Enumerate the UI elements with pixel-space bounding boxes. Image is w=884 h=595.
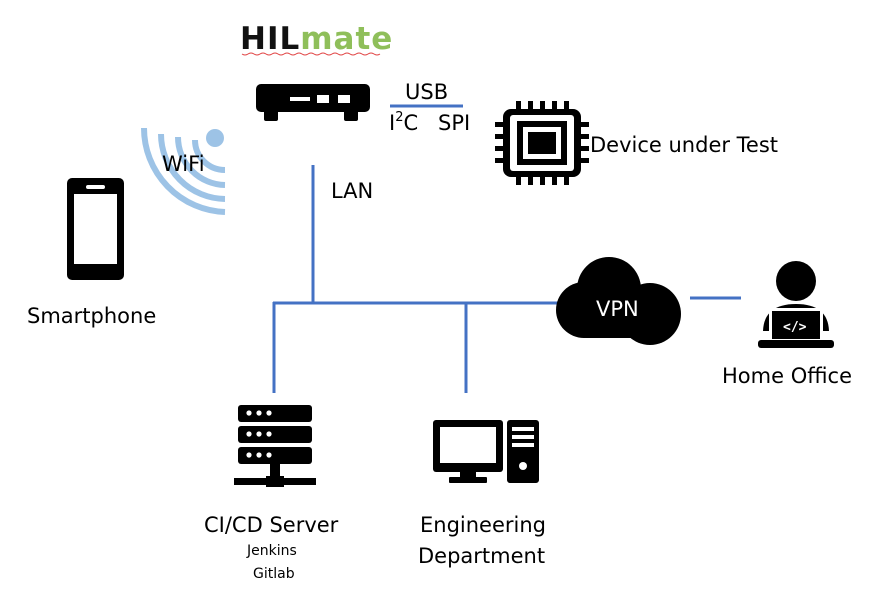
server-led [256,431,262,437]
usb-label: USB [405,80,448,104]
cicd-server-label: CI/CD Server [204,513,339,537]
chip-pin [516,177,521,185]
wifi-label: WiFi [162,152,205,176]
smartphone-label: Smartphone [27,304,156,328]
server-led [256,452,262,458]
chip-pin [495,146,503,151]
vpn-label: VPN [596,297,639,321]
chip-pin [495,122,503,127]
server-led [266,410,272,416]
server-led [246,452,252,458]
lan-wiring [272,165,741,393]
engineering-label-line1: Engineering [420,513,546,537]
chip-pin [581,158,589,163]
chip-pin [495,158,503,163]
gitlab-label: Gitlab [253,566,295,582]
engineering-label-line2: Department [418,544,545,568]
smartphone-icon [67,178,124,280]
chip-pin [552,177,557,185]
chip-pin [581,146,589,151]
logo-prefix: HIL [240,21,300,57]
wifi-icon [141,127,226,215]
chip-pin [528,101,533,109]
chip-icon [495,101,589,185]
server-led [256,410,262,416]
server-icon [234,405,316,487]
lan-label: LAN [331,179,373,203]
hilmate-box-icon [256,84,370,121]
desktop-computer-icon [433,420,539,483]
server-led [246,431,252,437]
chip-pin [564,101,569,109]
code-glyph: </> [783,320,807,335]
chip-pin [495,134,503,139]
server-led [266,431,272,437]
server-led [246,410,252,416]
developer-icon: </> [758,261,834,348]
chip-pin [564,177,569,185]
server-led [266,452,272,458]
i2c-label: I2C [389,110,418,135]
device-under-test-label: Device under Test [590,133,778,157]
chip-pin [528,177,533,185]
chip-pin [581,134,589,139]
chip-pin [552,101,557,109]
chip-pin [516,101,521,109]
hilmate-logo: HILmate [240,21,393,57]
logo-suffix: mate [300,21,393,57]
jenkins-label: Jenkins [246,543,297,559]
home-office-label: Home Office [722,364,852,388]
chip-pin [540,101,545,109]
chip-pin [581,122,589,127]
cloud-icon [556,257,681,345]
spi-label: SPI [438,111,470,135]
logo-underline-squiggle [241,52,381,56]
chip-pin [540,177,545,185]
